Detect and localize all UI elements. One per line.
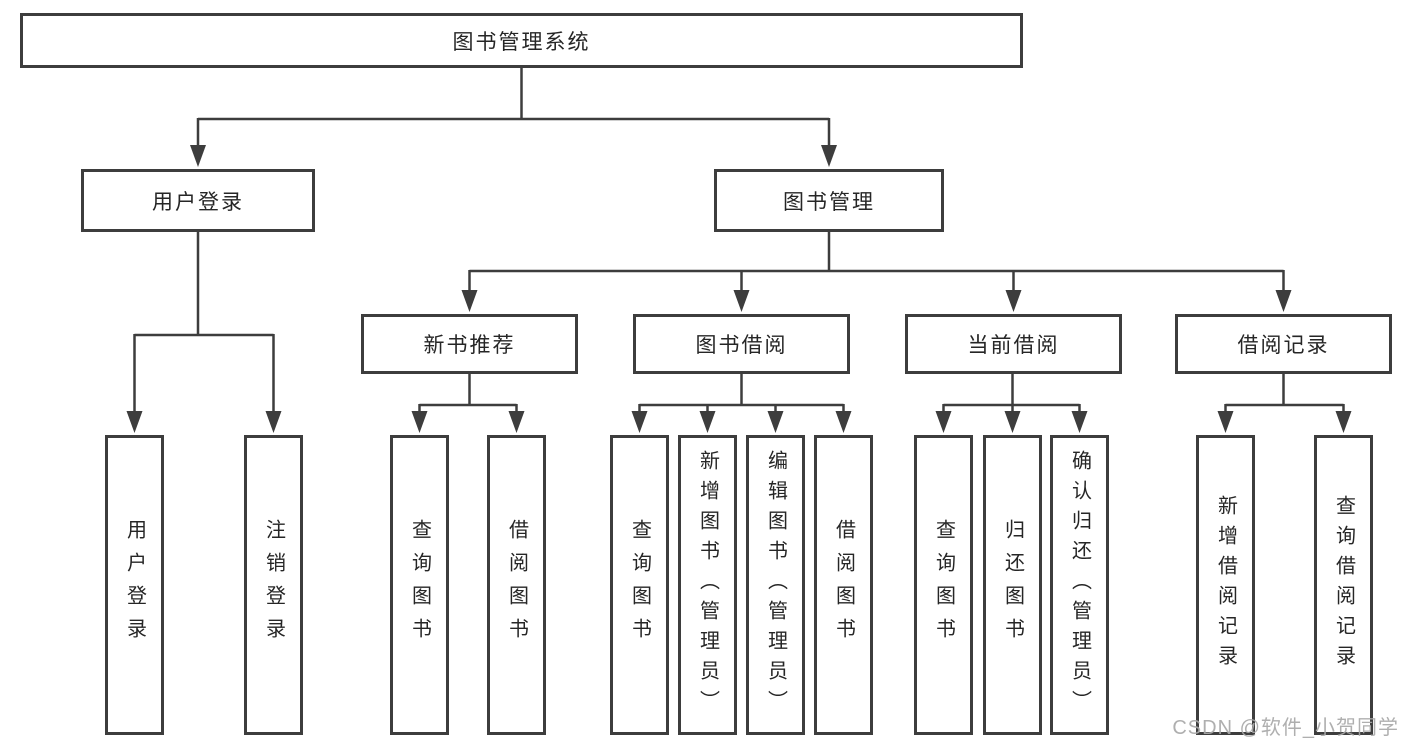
node-book-management: 图书管理 [714,169,944,232]
node-borrowing-records: 借阅记录 [1175,314,1392,374]
node-book-borrowing: 图书借阅 [633,314,850,374]
node-label: 用户登录 [123,519,146,651]
node-query-books-borrowing: 查询图书 [610,435,669,735]
node-label: 当前借阅 [967,334,1060,357]
node-label: 图书管理 [783,190,875,214]
node-query-books-recommend: 查询图书 [390,435,449,735]
node-label: 借阅图书 [832,519,855,651]
node-query-books-current: 查询图书 [914,435,973,735]
node-label: 图书借阅 [695,334,788,357]
node-label: 用户登录 [152,190,244,214]
node-current-borrowing: 当前借阅 [905,314,1122,374]
node-new-book-recommendation: 新书推荐 [361,314,578,374]
node-label: 新书推荐 [423,334,516,357]
node-edit-book-admin: 编辑图书（管理员） [746,435,805,735]
node-label: 归还图书 [1001,519,1024,651]
node-label: 查询图书 [932,519,955,651]
node-confirm-return-admin: 确认归还（管理员） [1050,435,1109,735]
node-label: 确认归还（管理员） [1068,450,1091,720]
node-label: 新增图书（管理员） [696,450,719,720]
node-label: 编辑图书（管理员） [764,450,787,720]
node-label: 新增借阅记录 [1214,495,1237,675]
node-query-borrow-record: 查询借阅记录 [1314,435,1373,735]
node-label: 借阅图书 [505,519,528,651]
node-user-login: 用户登录 [81,169,315,232]
node-add-borrow-record: 新增借阅记录 [1196,435,1255,735]
node-label: 查询借阅记录 [1332,495,1355,675]
node-label: 借阅记录 [1237,334,1330,357]
node-label: 查询图书 [408,519,431,651]
node-label: 图书管理系统 [452,30,591,54]
node-borrow-books-borrowing: 借阅图书 [814,435,873,735]
watermark: CSDN @软件_小贺同学 [1172,717,1399,739]
node-user-login-leaf: 用户登录 [105,435,164,735]
node-label: 注销登录 [262,519,285,651]
node-logout: 注销登录 [244,435,303,735]
node-borrow-books-recommend: 借阅图书 [487,435,546,735]
node-return-book: 归还图书 [983,435,1042,735]
node-add-book-admin: 新增图书（管理员） [678,435,737,735]
node-label: 查询图书 [628,519,651,651]
node-library-management-system: 图书管理系统 [20,13,1023,68]
